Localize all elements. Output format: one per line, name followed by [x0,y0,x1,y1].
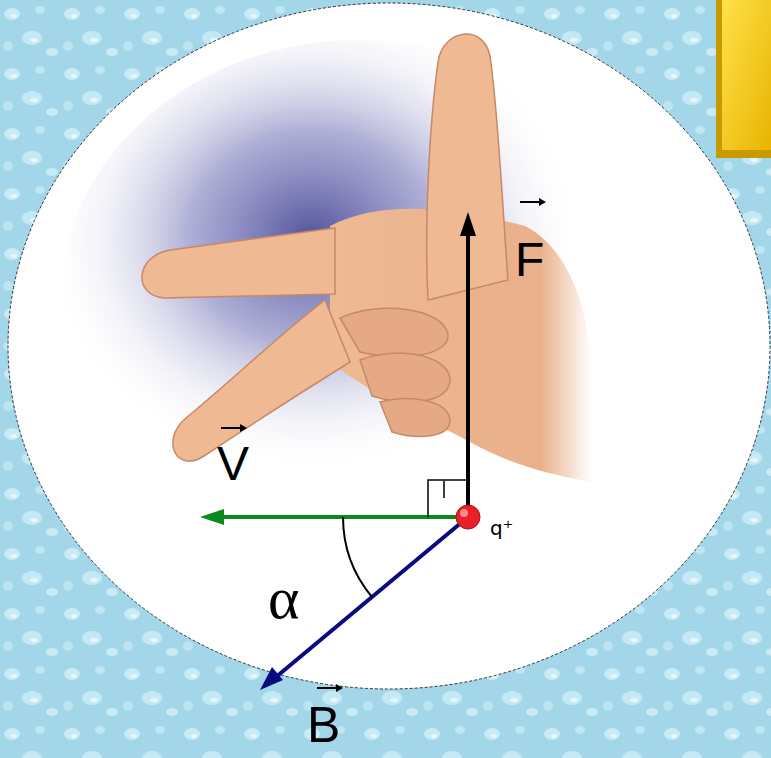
shading [60,40,660,560]
velocity-label: V [217,440,249,488]
hand [142,34,592,482]
force-label: F [515,236,544,284]
corner-tab [716,0,771,158]
oval-frame [8,3,770,689]
field-label: B [307,700,340,750]
vectors [200,212,480,690]
angle-label: α [268,568,299,628]
vector-marks [221,198,546,692]
charge-label: q⁺ [490,518,513,538]
